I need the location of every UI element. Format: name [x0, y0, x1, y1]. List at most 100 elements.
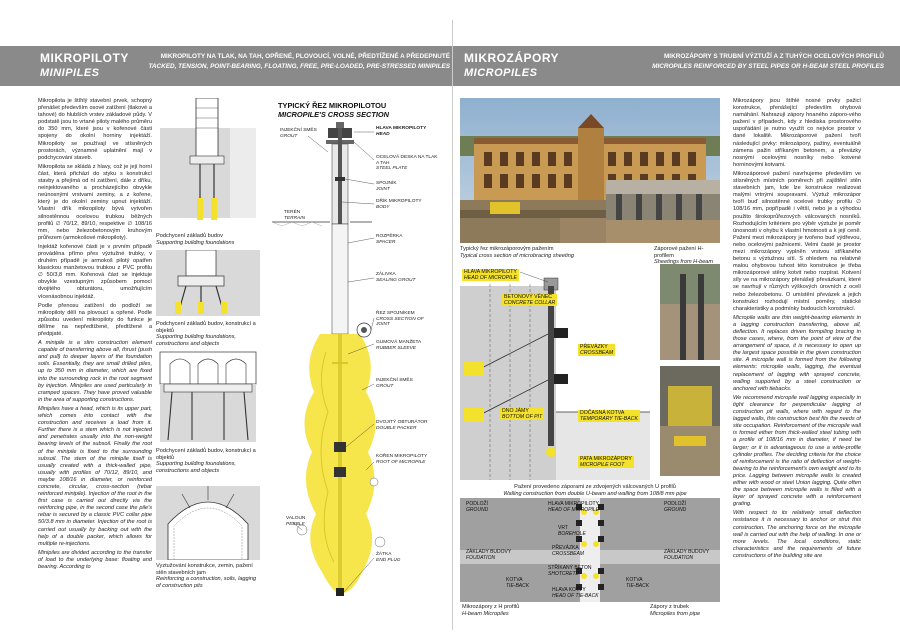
site-photo [606, 180, 720, 243]
plan-tag-borehole: VRT BOREHOLE [558, 525, 586, 538]
caption-cz: Podchycení základů budov, konstrukcí a o… [156, 448, 256, 461]
photo2-caption: Záporové pažení H-profilem Sheetings fro… [654, 246, 720, 266]
tag-cz: HLAVA MIKROPILOTY [548, 501, 599, 507]
caption-cz: Vyztužování konstrukce, zemin, pažení st… [156, 563, 253, 576]
label-cz: ROZPĚRKA [376, 234, 403, 239]
plan-tag-foundation-2: ZÁKLADY BUDOVY FOUDATION [664, 549, 709, 562]
right-subtitle-en: MICROPILES REINFORCED BY STEEL PIPES OR … [652, 63, 884, 70]
cross-section-title-en: MICROPILE'S CROSS SECTION [278, 110, 389, 119]
tag-cz: DOČASNÁ KOTVA [580, 410, 625, 416]
left-subtitle: MIKROPILOTY NA TLAK, NA TAH, OPŘENÉ, PLO… [160, 53, 450, 60]
tag-en: CROSSBEAM [580, 350, 614, 356]
tag-bottom-pit: DNO JÁMY BOTTOM OF PIT [500, 408, 545, 420]
cs-label-head: HLAVA MIKROPILOTY HEAD [376, 126, 438, 137]
label-en: BODY [376, 204, 390, 210]
building-photo [460, 98, 720, 243]
right-paragraph: Mikrozáporové pažení navrhujeme předevší… [733, 170, 861, 312]
label-cz: KOŘEN MIKROPILOTY [376, 454, 428, 459]
caption-cz: Podchycení základů budov [156, 233, 223, 239]
cs-label-joint-section: ŘEZ SPOJNÍKEM CROSS SECTION OF JOINT [376, 311, 438, 328]
label-cz: VALOUN [286, 516, 306, 521]
cross-section-title-cz: TYPICKÝ ŘEZ MIKROPILOTOU [278, 101, 387, 110]
left-text-column: Mikropilota je štíhlý stavební prvek, sc… [38, 98, 152, 628]
right-subtitle: MIKROZÁPORY S TRUBNÍ VÝZTUŽÍ A Z TUHÝCH … [663, 53, 884, 60]
cs-label-root: KOŘEN MIKROPILOTY ROOT OF MICROPILE [376, 454, 438, 465]
detail-photo-2-art [660, 366, 720, 476]
label-en: JOINT [376, 186, 390, 192]
plan-tag-ground-1: PODLOŽÍ GROUND [466, 501, 489, 514]
left-title: MIKROPILOTY [40, 51, 129, 65]
tag-en: SHOTCRETE [548, 570, 579, 577]
caption-cz: Záporové pažení H-profilem [654, 246, 704, 259]
caption-en: H-beam Micropiles [462, 610, 509, 617]
tag-cz: STŘÍKANÝ BETON [548, 565, 592, 571]
tag-en: HEAD OF MICROPILE [548, 506, 600, 513]
cs-label-spacer: ROZPĚRKA SPACER [376, 234, 438, 245]
label-cz: ŘEZ SPOJNÍKEM [376, 311, 415, 316]
tag-cz: HLAVA MIKROPILOTY [464, 269, 517, 275]
tag-en: HEAD OF TIE-BACK [552, 592, 599, 599]
label-en: ROOT OF MICROPILE [376, 459, 426, 465]
caption-en: Reinforcing a construction, soils, laggi… [156, 576, 257, 590]
tag-cz: BETONOVÝ VĚNEC [504, 294, 553, 300]
label-en: RUBBER SLEEVE [376, 345, 416, 351]
cs-label-body: DŘÍK MIKROPILOTY BODY [376, 199, 438, 210]
plan-tag-tieback-1: KOTVA TIE-BACK [506, 577, 530, 590]
detail-photo-1-art [660, 264, 720, 360]
left-paragraph: Mikropilota je štíhlý stavební prvek, sc… [38, 98, 152, 161]
plan-caption-right: Zápory z trubek Micropiles from pipe [650, 604, 720, 617]
caption-en: Supporting building foundations [156, 239, 235, 246]
tag-cz: DNO JÁMY [502, 408, 529, 414]
tunnel-drawing [156, 486, 260, 560]
label-cz: ŽÁTKA [376, 552, 392, 557]
tag-en: TIE-BACK [626, 582, 650, 589]
caption-en: Micropiles from pipe [650, 610, 701, 617]
foundation-drawing-1 [156, 98, 260, 230]
detail-photo-2 [660, 366, 720, 476]
label-en: PEBBLE [286, 521, 305, 527]
left-paragraph: Podle přenosu zatížení do podloží se mik… [38, 302, 152, 337]
tag-en: HEAD OF MICROPILE [464, 275, 517, 281]
tag-temporary-tieback: DOČASNÁ KOTVA TEMPORARY TIE-BACK [578, 410, 640, 422]
tag-concrete-collar: BETONOVÝ VĚNEC CONCRETE COLLAR [502, 294, 558, 306]
label-en: HEAD [376, 131, 390, 137]
caption-3: Podchycení základů budov, konstrukcí a o… [156, 448, 260, 475]
tag-cz: PŘEVÁZKA [552, 545, 579, 551]
label-cz: GUMOVÁ MANŽETA [376, 340, 422, 345]
tag-en: TIE-BACK [506, 582, 530, 589]
tag-en: TEMPORARY TIE-BACK [580, 416, 638, 422]
right-paragraph-en: We recommend micropile wall lagging espe… [733, 394, 861, 508]
cs-label-terrain: TERÉN TERRAIN [284, 210, 314, 221]
left-paragraph: Injektáž kořenové části je v prvním příp… [38, 243, 152, 300]
label-cz: SPOJNÍK [376, 181, 397, 186]
tag-cz: PATA MIKROZÁPORY [580, 456, 632, 462]
label-en: DOUBLE PACKER [376, 425, 417, 431]
label-cz: ZÁLIVKA [376, 272, 396, 277]
tag-cz: PŘEVÁZKY [580, 344, 608, 350]
label-cz: INJEKČNÍ SMĚS [376, 378, 413, 383]
label-cz: TERÉN [284, 210, 301, 215]
caption-en: Supporting building foundations, constru… [156, 461, 236, 475]
plan-tag-crossbeam: PŘEVÁZKA CROSSBEAM [552, 545, 584, 558]
cs-label-grout-root: INJEKČNÍ SMĚS GROUT [376, 378, 438, 389]
label-en: TERRAIN [284, 215, 306, 221]
cross-section-title: TYPICKÝ ŘEZ MIKROPILOTOU MICROPILE'S CRO… [278, 101, 448, 119]
right-paragraph-en: With respect to its relatively small def… [733, 510, 861, 559]
left-title-en: MINIPILES [40, 67, 100, 79]
tag-en: CONCRETE COLLAR [504, 300, 556, 306]
caption-4: Vyztužování konstrukce, zemin, pažení st… [156, 563, 260, 590]
cs-label-pebble: VALOUN PEBBLE [286, 516, 318, 527]
tag-en: GROUND [466, 506, 489, 513]
label-cz: DŘÍK MIKROPILOTY [376, 199, 422, 204]
site-photo-art [606, 180, 720, 243]
left-paragraph-en: A minipile is a slim construction elemen… [38, 340, 152, 403]
tag-en: CROSSBEAM [552, 550, 584, 557]
right-paragraph-en: Micropile walls are thin weight-bearing … [733, 314, 861, 392]
label-en: SEALING GROUT [376, 277, 416, 283]
tag-en: FOUDATION [466, 554, 496, 561]
right-title: MIKROZÁPORY [464, 51, 560, 65]
tag-cz: KOTVA [506, 577, 523, 583]
tag-en: BOREHOLE [558, 530, 586, 537]
tag-cz: PODLOŽÍ [664, 501, 686, 507]
micropile-cross-section [271, 122, 386, 596]
